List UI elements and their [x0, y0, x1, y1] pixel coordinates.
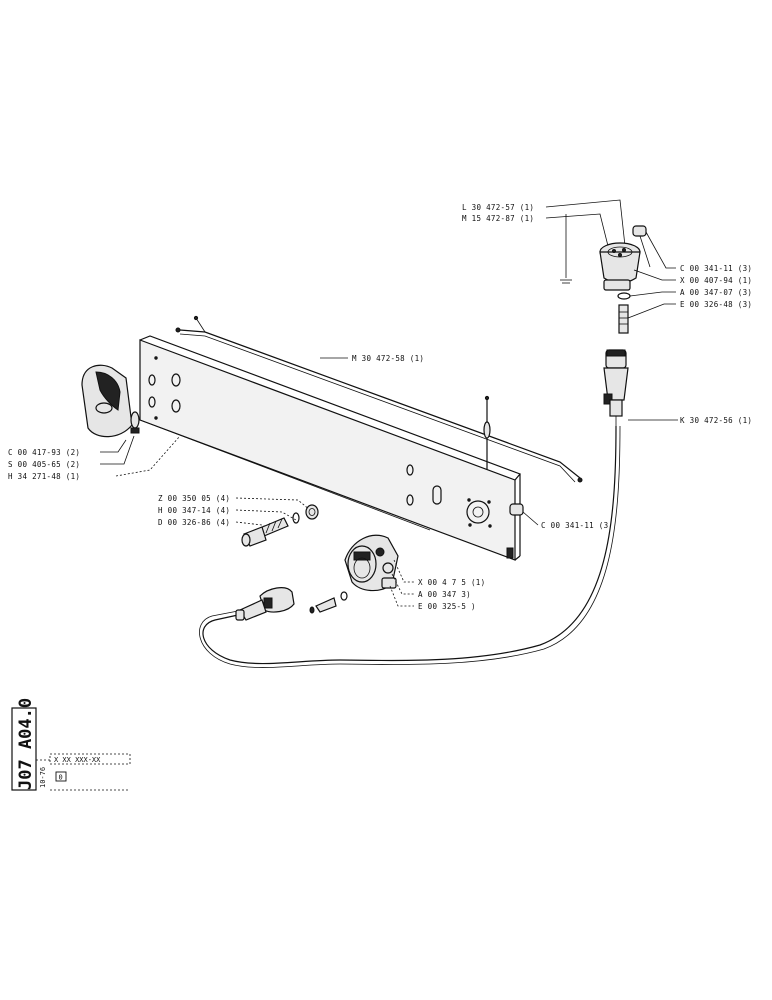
label-x-00-4-7-5: X 00 4 7 5 (1) [418, 578, 485, 587]
label-x-00-407-94: X 00 407-94 (1) [680, 276, 752, 285]
drawing-code: J07 A04.0 [16, 698, 36, 790]
label-e-00-326-48: E 00 326-48 (3) [680, 300, 752, 309]
label-m-30-472-58: M 30 472-58 (1) [352, 354, 424, 363]
bolt-set [235, 497, 319, 547]
label-a-00-347: A 00 347 3) [418, 590, 471, 599]
trailer-plug-cable [199, 349, 678, 668]
label-a-00-347-07: A 00 347-07 (3) [680, 288, 752, 297]
label-m-15-472-87: M 15 472-87 (1) [462, 214, 534, 223]
label-z-00-350-05: Z 00 350 05 (4) [158, 494, 230, 503]
drawing-date: 10-76 [39, 767, 47, 788]
tail-lamp [81, 364, 140, 465]
label-s-00-405-65: S 00 405-65 (2) [8, 460, 80, 469]
label-l-30-472-57: L 30 472-57 (1) [462, 203, 534, 212]
light-bracket [115, 335, 539, 561]
label-d-00-326-86: D 00 326-86 (4) [158, 518, 230, 527]
label-c-00-341-11-mid: C 00 341-11 (3 [541, 521, 608, 530]
label-h-34-271-48: H 34 271-48 (1) [8, 472, 80, 481]
label-h-00-347-14: H 00 347-14 (4) [158, 506, 230, 515]
cable-harness [175, 315, 583, 483]
label-e-00-325-5: E 00 325-5 ) [418, 602, 476, 611]
label-c-00-417-93: C 00 417-93 (2) [8, 448, 80, 457]
drawing-ref: X XX XXX-XX [54, 756, 101, 764]
trailer-socket-top [545, 199, 676, 334]
title-block: J07 A04.0 10-76 X XX XXX-XX 0 [11, 698, 131, 791]
drawing-revision: 0 [59, 774, 63, 782]
label-k-30-472-56: K 30 472-56 (1) [680, 416, 752, 425]
trailer-socket-lower [344, 534, 414, 607]
callout-labels: L 30 472-57 (1) M 15 472-87 (1) C 00 341… [8, 203, 752, 611]
lower-plug [235, 587, 348, 621]
label-c-00-341-11-top: C 00 341-11 (3) [680, 264, 752, 273]
